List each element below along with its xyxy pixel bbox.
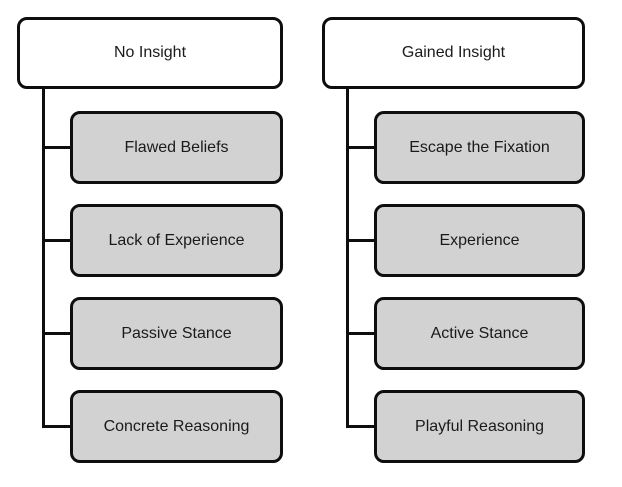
node-label: Playful Reasoning [415, 417, 544, 435]
node-label: Active Stance [430, 324, 529, 342]
connector-vertical-right [346, 89, 349, 428]
connector-elbow-right-1 [346, 146, 378, 149]
node-gained-insight: Gained Insight [322, 17, 585, 89]
node-passive-stance: Passive Stance [70, 297, 283, 370]
connector-elbow-left-3 [42, 332, 74, 335]
node-flawed-beliefs: Flawed Beliefs [70, 111, 283, 184]
node-label: Flawed Beliefs [124, 138, 229, 156]
node-playful-reasoning: Playful Reasoning [374, 390, 585, 463]
node-label: Lack of Experience [108, 231, 245, 249]
connector-elbow-right-2 [346, 239, 378, 242]
connector-elbow-left-2 [42, 239, 74, 242]
node-label: Passive Stance [121, 324, 232, 342]
node-lack-of-experience: Lack of Experience [70, 204, 283, 277]
connector-elbow-right-3 [346, 332, 378, 335]
node-no-insight: No Insight [17, 17, 283, 89]
node-concrete-reasoning: Concrete Reasoning [70, 390, 283, 463]
node-label: Gained Insight [401, 44, 506, 61]
node-label: Concrete Reasoning [103, 417, 250, 435]
node-label: Escape the Fixation [409, 138, 550, 156]
node-label: Experience [439, 231, 520, 249]
connector-elbow-left-1 [42, 146, 74, 149]
node-active-stance: Active Stance [374, 297, 585, 370]
node-experience: Experience [374, 204, 585, 277]
node-label: No Insight [113, 44, 187, 61]
node-escape-the-fixation: Escape the Fixation [374, 111, 585, 184]
connector-elbow-right-4 [346, 425, 378, 428]
connector-vertical-left [42, 89, 45, 428]
connector-elbow-left-4 [42, 425, 74, 428]
